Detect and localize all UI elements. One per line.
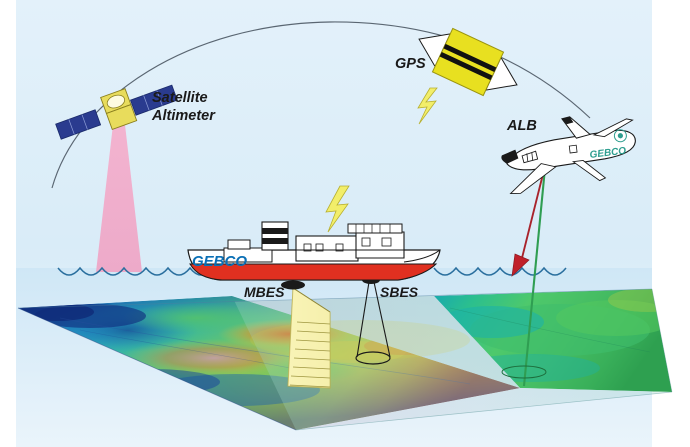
altimeter-radar-beam [96, 116, 142, 272]
sbes-label: SBES [380, 284, 419, 300]
alb-beam-arrowhead [511, 253, 530, 277]
alb-laser-beams [501, 165, 547, 387]
gps-label: GPS [395, 56, 426, 72]
alb-green-laser-beam [522, 167, 547, 387]
bathymetry-surface [17, 288, 673, 431]
alb-seafloor-footprint [501, 365, 547, 379]
aircraft-gebco-logo: GEBCO [589, 146, 627, 161]
alb-infrared-beam [521, 165, 546, 259]
satellite-altimeter-icon [55, 84, 178, 140]
sbes-seafloor-footprint [355, 351, 391, 365]
satellite-altimeter-label-line1: Satellite [152, 90, 208, 106]
satellite-altimeter-label-line2: Altimeter [151, 108, 216, 124]
lightning-bolt-gps-icon [417, 87, 438, 125]
mbes-label: MBES [244, 284, 285, 300]
gps-satellite-icon [418, 27, 518, 97]
lightning-bolt-ship-icon [325, 185, 350, 233]
bathymetry-right-panel [434, 289, 672, 392]
alb-aircraft-icon: GEBCO [501, 116, 636, 195]
satellite-orbit-arc [51, 21, 591, 189]
mbes-swath [281, 280, 331, 389]
alb-label: ALB [506, 118, 537, 134]
survey-ship-icon: GEBCO [187, 221, 441, 281]
ship-gebco-logo: GEBCO [192, 253, 247, 270]
